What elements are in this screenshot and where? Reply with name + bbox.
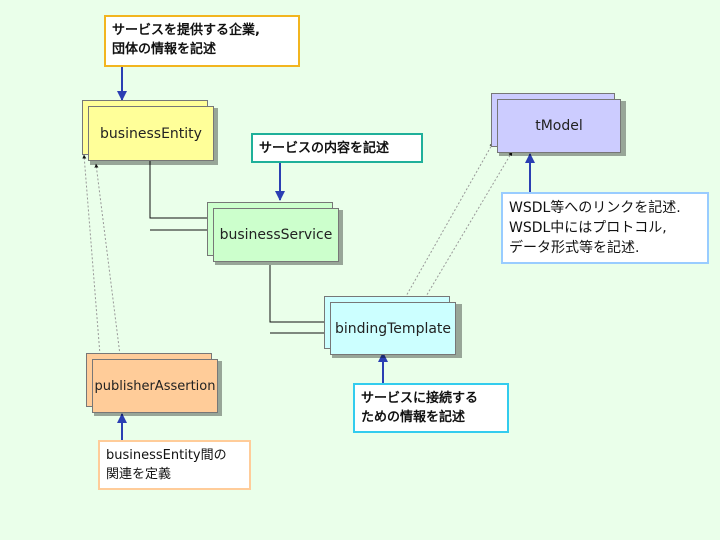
note-business-entity-line-2: 団体の情報を記述 bbox=[112, 42, 217, 57]
business-service-label: businessService bbox=[213, 208, 339, 262]
note-publisher-assertion: businessEntity間の 関連を定義 bbox=[98, 440, 251, 490]
note-business-service: サービスの内容を記述 bbox=[251, 133, 423, 163]
note-binding-template: サービスに接続する ための情報を記述 bbox=[353, 383, 509, 433]
note-business-service-line-1: サービスの内容を記述 bbox=[259, 141, 390, 156]
ref-line-binding-tmodel-2 bbox=[424, 151, 513, 299]
publisher-assertion-label: publisherAssertion bbox=[92, 359, 218, 413]
tree-line-entity-service bbox=[149, 158, 210, 219]
ref-line-assertion-entity-2 bbox=[94, 163, 121, 356]
note-binding-template-line-2: ための情報を記述 bbox=[361, 410, 466, 425]
note-business-entity-line-1: サービスを提供する企業, bbox=[112, 23, 260, 38]
tree-line-service-binding bbox=[269, 265, 330, 323]
note-binding-template-line-1: サービスに接続する bbox=[361, 391, 479, 406]
note-tmodel-line-1: WSDL等へのリンクを記述. bbox=[509, 200, 681, 216]
note-tmodel-line-2: WSDL中にはプロトコル, bbox=[509, 220, 667, 236]
business-entity-label: businessEntity bbox=[88, 106, 214, 161]
publisher-assertion-node: publisherAssertion bbox=[86, 353, 222, 416]
business-entity-node: businessEntity bbox=[82, 100, 218, 165]
tmodel-node: tModel bbox=[491, 93, 626, 156]
business-service-node: businessService bbox=[207, 202, 343, 265]
binding-template-node: bindingTemplate bbox=[324, 296, 462, 358]
ref-line-assertion-entity-1 bbox=[82, 154, 101, 356]
note-publisher-assertion-line-2: 関連を定義 bbox=[106, 467, 172, 482]
note-business-entity: サービスを提供する企業, 団体の情報を記述 bbox=[104, 15, 300, 67]
note-tmodel: WSDL等へのリンクを記述. WSDL中にはプロトコル, データ形式等を記述. bbox=[501, 192, 709, 264]
ref-line-binding-tmodel-1 bbox=[404, 142, 494, 299]
binding-template-label: bindingTemplate bbox=[330, 302, 456, 355]
note-tmodel-line-3: データ形式等を記述. bbox=[509, 240, 640, 256]
note-publisher-assertion-line-1: businessEntity間の bbox=[106, 448, 227, 463]
tmodel-label: tModel bbox=[497, 99, 621, 153]
